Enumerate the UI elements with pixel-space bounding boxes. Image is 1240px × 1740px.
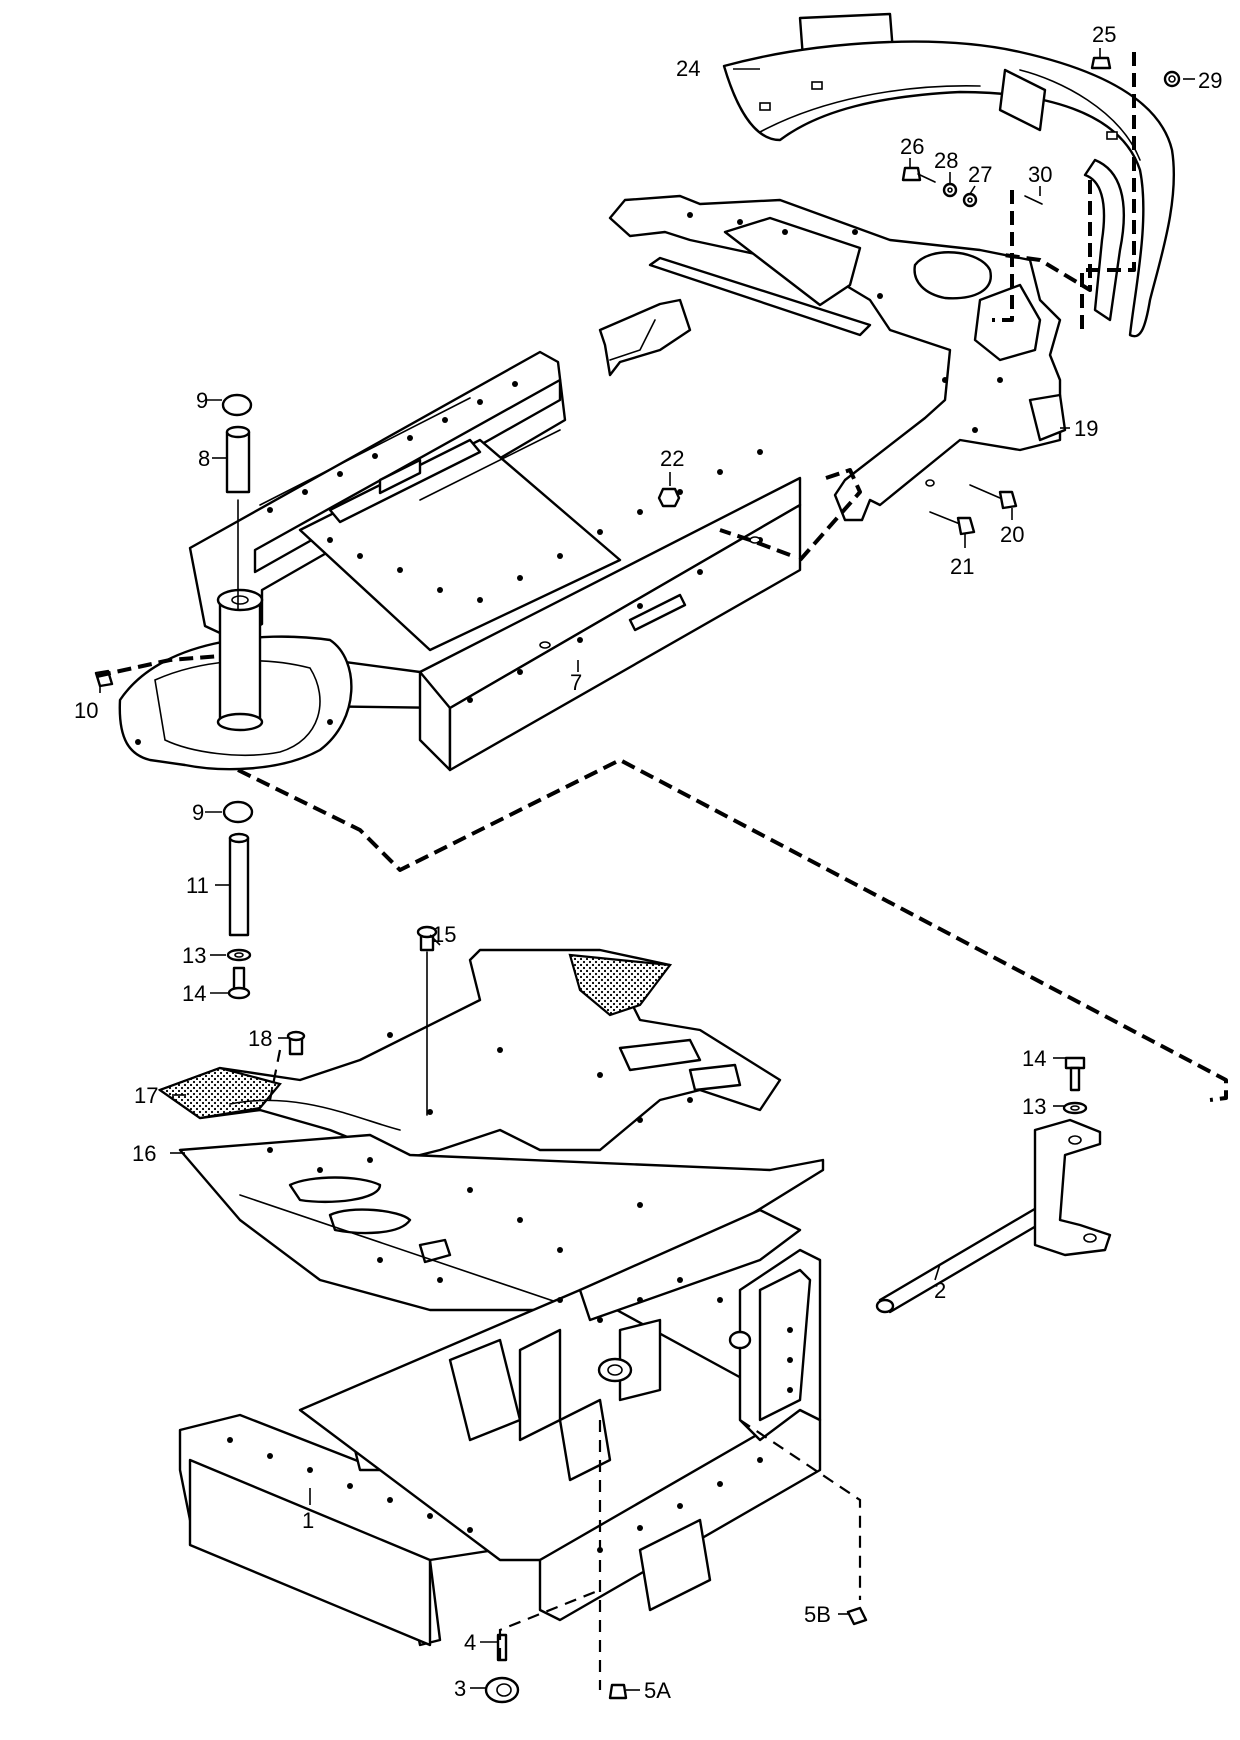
pivot-bracket — [1033, 1118, 1112, 1257]
callout-17: 17 — [134, 1083, 158, 1108]
callout-14-right: 14 — [1022, 1046, 1046, 1071]
nut-22 — [657, 487, 681, 508]
callout-19: 19 — [1074, 416, 1098, 441]
callout-5b: 5B — [804, 1602, 831, 1627]
callout-4: 4 — [464, 1630, 476, 1655]
floor-plate — [178, 1133, 825, 1322]
callout-28: 28 — [934, 148, 958, 173]
callout-24: 24 — [676, 56, 700, 81]
callout-16: 16 — [132, 1141, 156, 1166]
bolt-14-right — [1064, 1056, 1086, 1070]
bolts-20-21-22 — [657, 484, 1018, 536]
callout-22: 22 — [660, 446, 684, 471]
callout-15: 15 — [432, 922, 456, 947]
floor-mat — [157, 925, 782, 1162]
lower-frame — [178, 1208, 822, 1647]
fitting-5b — [846, 1606, 868, 1626]
axle-assembly — [875, 1056, 1112, 1314]
callout-1: 1 — [302, 1508, 314, 1533]
spacer-8 — [225, 430, 251, 494]
bushing-9-top — [221, 393, 253, 417]
callout-9-top: 9 — [196, 388, 208, 413]
callout-27: 27 — [968, 162, 992, 187]
callout-29: 29 — [1198, 68, 1222, 93]
callout-25: 25 — [1092, 22, 1116, 47]
assembly-lines — [96, 52, 1228, 1690]
callout-13-right: 13 — [1022, 1094, 1046, 1119]
bolt-26 — [901, 166, 922, 182]
bottom-hardware — [484, 1606, 868, 1704]
callout-5a: 5A — [644, 1678, 671, 1703]
callout-7: 7 — [570, 670, 582, 695]
callout-14-left: 14 — [182, 981, 206, 1006]
bolt-21 — [956, 516, 976, 536]
frame-holes — [267, 381, 763, 703]
axle-2 — [878, 1198, 1062, 1314]
callout-2: 2 — [934, 1278, 946, 1303]
fitting-5a — [608, 1683, 628, 1700]
bolt-14 — [232, 966, 246, 992]
leaders — [99, 48, 1195, 1691]
bolt-20 — [998, 490, 1018, 510]
callout-10: 10 — [74, 698, 98, 723]
callout-20: 20 — [1000, 522, 1024, 547]
callout-11: 11 — [186, 873, 209, 898]
callout-21: 21 — [950, 554, 974, 579]
screw-30 — [1024, 195, 1043, 205]
rear-plate — [598, 194, 1067, 522]
spacer-parts — [221, 393, 254, 1000]
bolt-25 — [1090, 56, 1112, 70]
callout-30: 30 — [1028, 162, 1052, 187]
rear-bumper — [722, 12, 1176, 338]
callout-9-bottom: 9 — [192, 800, 204, 825]
lower-frame-holes — [227, 1277, 793, 1553]
bushing-9-bottom — [222, 800, 254, 824]
callout-26: 26 — [900, 134, 924, 159]
pivot-assembly — [94, 588, 353, 771]
callout-3: 3 — [454, 1676, 466, 1701]
callouts: 24 25 29 26 28 27 30 19 22 20 21 7 9 8 1… — [74, 22, 1222, 1703]
callout-18: 18 — [248, 1026, 272, 1051]
shaft-11 — [228, 836, 250, 937]
callout-13-left: 13 — [182, 943, 206, 968]
callout-8: 8 — [198, 446, 210, 471]
